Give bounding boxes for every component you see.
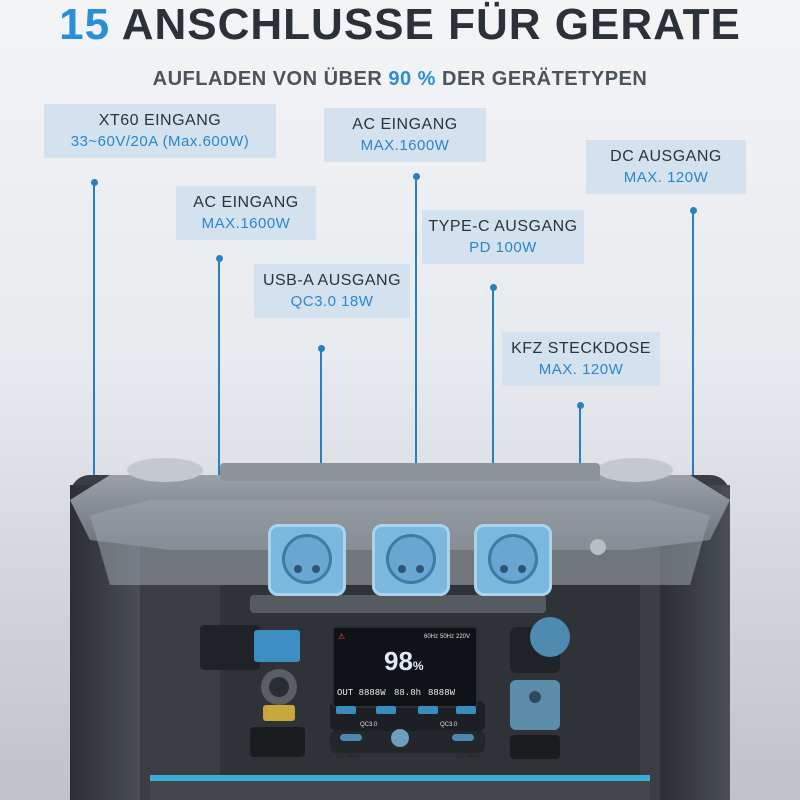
- qc-label-right: QC3.0: [440, 722, 458, 728]
- subline-before: AUFLADEN VON ÜBER: [152, 68, 383, 90]
- subline: AUFLADEN VON ÜBER 90 % DER GERÄTETYPEN: [0, 68, 800, 91]
- out-unit: W: [380, 688, 386, 698]
- label-spec: MAX. 120W: [538, 361, 624, 378]
- dot-ac-top: [413, 173, 420, 180]
- label-spec: MAX.1600W: [360, 137, 450, 154]
- in-readout: 8888W: [428, 688, 455, 698]
- label-xt60-input: XT60 EINGANG 33~60V/20A (Max.600W): [44, 104, 276, 158]
- ac-socket-2[interactable]: [372, 524, 450, 596]
- label-spec: MAX.1600W: [201, 215, 291, 232]
- battery-value: 98: [384, 646, 413, 676]
- freq-60: 60Hz: [424, 634, 439, 640]
- label-spec: 33~60V/20A (Max.600W): [70, 133, 250, 150]
- label-title: DC AUSGANG: [610, 148, 722, 165]
- label-title: AC EINGANG: [352, 116, 458, 133]
- time-readout: 88.8h: [394, 688, 421, 698]
- usb-a-port-1[interactable]: [336, 706, 356, 714]
- out-readout: OUT 8888W: [337, 688, 386, 698]
- out-label: OUT: [337, 688, 354, 698]
- in-unit: W: [449, 688, 456, 698]
- battery-unit: %: [412, 659, 424, 673]
- qc-label-left: QC3.0: [360, 722, 378, 728]
- freq-50: 50Hz: [440, 634, 455, 640]
- dot-type-c: [490, 284, 497, 291]
- out-value: 8888: [358, 688, 381, 698]
- label-spec: QC3.0 18W: [290, 293, 374, 310]
- label-usb-a-output: USB-A AUSGANG QC3.0 18W: [254, 264, 410, 318]
- label-ac-input-top: AC EINGANG MAX.1600W: [324, 108, 486, 162]
- xt60-input-port[interactable]: [268, 705, 294, 719]
- voltage: 220V: [456, 634, 471, 640]
- ac-input-port[interactable]: [254, 630, 300, 662]
- label-title: XT60 EINGANG: [98, 112, 222, 129]
- subline-after: DER GERÄTETYPEN: [442, 68, 648, 90]
- subline-percent: 90 %: [388, 68, 436, 90]
- power-station-body: [70, 458, 730, 800]
- pd-label-right: PD100W: [456, 754, 481, 760]
- in-value: 8888: [428, 688, 450, 698]
- label-spec: MAX. 120W: [623, 169, 709, 186]
- label-title: KFZ STECKDOSE: [511, 340, 651, 357]
- battery-percent: 98%: [384, 646, 424, 677]
- time-unit: h: [415, 688, 422, 698]
- label-spec: PD 100W: [469, 239, 537, 256]
- time-value: 88.8: [394, 688, 416, 698]
- type-c-port-2[interactable]: [452, 734, 474, 741]
- headline: 15 ANSCHLUSSE FÜR GERATE: [0, 0, 800, 50]
- label-car-socket: KFZ STECKDOSE MAX. 120W: [502, 332, 660, 386]
- dot-usb-a: [318, 345, 325, 352]
- dot-dc: [690, 207, 697, 214]
- usb-a-port-3[interactable]: [418, 706, 438, 714]
- usb-a-port-2[interactable]: [376, 706, 396, 714]
- dot-kfz: [577, 402, 584, 409]
- dot-xt60: [91, 179, 98, 186]
- label-title: TYPE-C AUSGANG: [428, 218, 578, 235]
- type-c-port-1[interactable]: [340, 734, 362, 741]
- label-ac-input-left: AC EINGANG MAX.1600W: [176, 186, 316, 240]
- label-title: USB-A AUSGANG: [262, 272, 402, 289]
- lcd-display: 98% ⚠ 60Hz 50Hz 220V OUT 8888W 88.8h 888…: [332, 626, 478, 708]
- headline-number: 15: [59, 0, 111, 49]
- label-dc-output: DC AUSGANG MAX. 120W: [586, 140, 746, 194]
- headline-text: ANSCHLUSSE FÜR GERATE: [121, 0, 741, 49]
- label-title: AC EINGANG: [193, 194, 299, 211]
- dot-ac-left: [216, 255, 223, 262]
- warning-icon: ⚠: [338, 632, 346, 641]
- ac-socket-1[interactable]: [268, 524, 346, 596]
- label-type-c-output: TYPE-C AUSGANG PD 100W: [422, 210, 584, 264]
- pd-label-left: PD100W: [336, 754, 361, 760]
- ac-socket-3[interactable]: [474, 524, 552, 596]
- usb-a-port-4[interactable]: [456, 706, 476, 714]
